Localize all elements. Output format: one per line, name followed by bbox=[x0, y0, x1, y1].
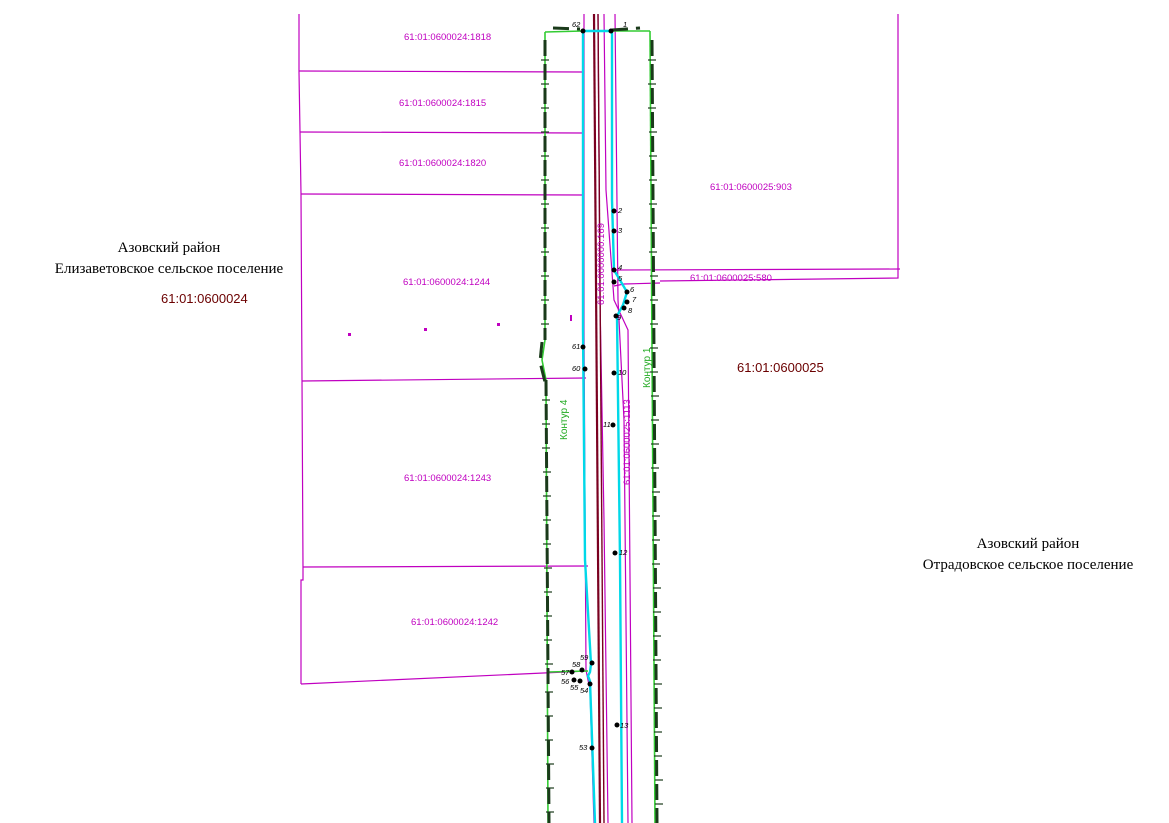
label-point-54: 54 bbox=[580, 686, 588, 695]
point-60 bbox=[582, 366, 588, 372]
point-6 bbox=[624, 289, 630, 295]
road-strip-right bbox=[603, 13, 633, 823]
label-point-8: 8 bbox=[628, 306, 633, 315]
label-parcel-1244: 61:01:0600024:1244 bbox=[403, 277, 490, 288]
point-59 bbox=[589, 660, 595, 666]
label-west-district: Азовский район bbox=[118, 240, 221, 256]
zone-dashed bbox=[538, 26, 659, 823]
point-56 bbox=[571, 677, 577, 683]
line-1815-1820 bbox=[299, 131, 584, 134]
turning-point-labels: 62 1 2 3 4 5 6 7 8 9 61 60 10 11 12 59 5… bbox=[561, 20, 637, 752]
label-point-12: 12 bbox=[619, 548, 628, 557]
label-parcel-1818: 61:01:0600024:1818 bbox=[404, 32, 491, 43]
label-point-4: 4 bbox=[618, 263, 622, 272]
label-point-62: 62 bbox=[572, 20, 581, 29]
parcel-1113-boundary bbox=[614, 13, 629, 823]
point-54 bbox=[587, 681, 593, 687]
zone-dash-ticks bbox=[541, 59, 663, 813]
point-10 bbox=[611, 370, 617, 376]
label-west-settlement: Елизаветовское сельское поселение bbox=[55, 261, 284, 277]
parcel-labels: 61:01:0600024:1818 61:01:0600024:1815 61… bbox=[399, 32, 792, 628]
label-point-60: 60 bbox=[572, 364, 581, 373]
label-point-6: 6 bbox=[630, 285, 635, 294]
label-point-3: 3 bbox=[618, 226, 623, 235]
label-parcel-580: 61:01:0600025:580 bbox=[690, 273, 772, 284]
label-point-61: 61 bbox=[572, 342, 580, 351]
line-1244-1243 bbox=[301, 377, 587, 382]
contour-labels: Контур 4 Контур 1 bbox=[559, 347, 653, 440]
point-4 bbox=[611, 267, 617, 273]
line-1820-1244 bbox=[300, 193, 585, 196]
point-55 bbox=[577, 678, 583, 684]
label-parcel-903: 61:01:0600025:903 bbox=[710, 182, 792, 193]
point-58 bbox=[579, 667, 585, 673]
label-parcel-1113: 61:01:0600025:1113 bbox=[622, 399, 633, 485]
label-point-13: 13 bbox=[620, 721, 629, 730]
point-1 bbox=[608, 28, 614, 34]
west-block-left-edge bbox=[298, 14, 304, 684]
line-1243-1242 bbox=[302, 565, 589, 568]
label-contour-4: Контур 4 bbox=[559, 399, 570, 440]
line-1242-bottom bbox=[300, 670, 588, 685]
line-1818-1815 bbox=[298, 70, 584, 73]
label-point-56: 56 bbox=[561, 677, 570, 686]
label-point-55: 55 bbox=[570, 683, 579, 692]
label-point-7: 7 bbox=[632, 295, 637, 304]
label-parcel-1243: 61:01:0600024:1243 bbox=[404, 473, 491, 484]
parcel-580-boundary bbox=[613, 268, 901, 271]
point-57 bbox=[569, 669, 575, 675]
label-quarter-west: 61:01:0600024 bbox=[161, 291, 248, 306]
turning-points bbox=[569, 28, 630, 751]
point-11 bbox=[610, 422, 616, 428]
region-labels: Азовский район Елизаветовское сельское п… bbox=[55, 240, 1134, 573]
point-61 bbox=[580, 344, 586, 350]
label-point-10: 10 bbox=[618, 368, 627, 377]
label-point-58: 58 bbox=[572, 660, 581, 669]
label-parcel-1242: 61:01:0600024:1242 bbox=[411, 617, 498, 628]
road-strip-left bbox=[583, 14, 595, 823]
label-parcel-1820: 61:01:0600024:1820 bbox=[399, 158, 486, 169]
label-quarter-east: 61:01:0600025 bbox=[737, 360, 824, 375]
quarter-labels: 61:01:0600024 61:01:0600025 bbox=[161, 291, 824, 375]
point-53 bbox=[589, 745, 595, 751]
label-road-169: 61:01:0000000:169 bbox=[596, 223, 607, 305]
point-5 bbox=[611, 279, 617, 285]
label-point-57: 57 bbox=[561, 668, 570, 677]
point-12 bbox=[612, 550, 618, 556]
label-point-5: 5 bbox=[618, 274, 623, 283]
label-contour-1: Контур 1 bbox=[642, 347, 653, 388]
point-13 bbox=[614, 722, 620, 728]
label-parcel-1815: 61:01:0600024:1815 bbox=[399, 98, 486, 109]
label-point-53: 53 bbox=[579, 743, 588, 752]
label-point-1: 1 bbox=[623, 20, 627, 29]
point-62 bbox=[580, 28, 586, 34]
label-east-district: Азовский район bbox=[977, 536, 1080, 552]
east-block-right-edge bbox=[659, 14, 899, 282]
stray-marks bbox=[348, 315, 572, 336]
point-2 bbox=[611, 208, 617, 214]
label-point-11: 11 bbox=[603, 420, 611, 429]
label-east-settlement: Отрадовское сельское поселение bbox=[923, 557, 1134, 573]
point-9 bbox=[613, 313, 619, 319]
point-8 bbox=[621, 305, 627, 311]
label-point-9: 9 bbox=[617, 313, 622, 322]
label-point-59: 59 bbox=[580, 653, 589, 662]
point-3 bbox=[611, 228, 617, 234]
road-axis bbox=[592, 13, 605, 823]
label-point-2: 2 bbox=[617, 206, 623, 215]
point-7 bbox=[624, 299, 630, 305]
